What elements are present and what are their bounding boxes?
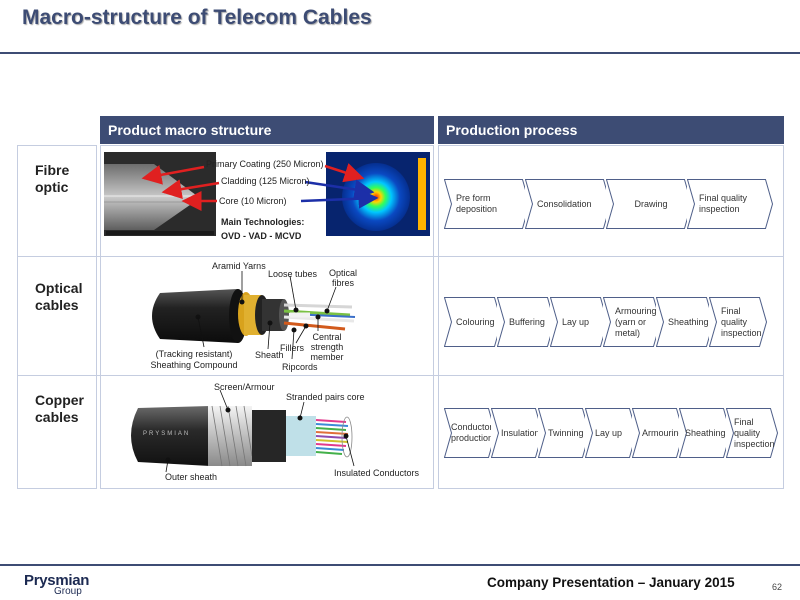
optical-fibres-label: Optical fibres [328,268,357,288]
sheathing-compound-label: (Tracking resistant) Sheathing Compound [150,349,238,370]
process-step: Conductor production [444,408,496,458]
process-step: Armouring (yarn or metal) [603,297,661,347]
process-step: Insulation [491,408,543,458]
primary-coating-label: Primary Coating (250 Micron) [206,159,324,169]
process-step: Lay up [585,408,637,458]
process-step: Sheathing [679,408,731,458]
optical-cable-diagram: Aramid Yarns Loose tubes Optical fibres … [140,259,430,373]
central-strength-member-label: Central strength member [310,332,344,362]
cable-brand-print: PRYSMIAN [143,431,191,437]
fillers-label: Fillers [280,343,304,353]
production-process-header: Production process [438,116,784,144]
cladding-label: Cladding (125 Micron) [221,176,310,186]
optical-process-flow: Colouring Buffering Lay up Armouring (ya… [444,297,767,347]
process-step: Pre form deposition [444,179,530,229]
sheath-label: Sheath [255,350,284,360]
row-label-fibre: Fibre optic [35,162,70,195]
row-separator [17,256,784,257]
core-label: Core (10 Micron) [219,196,287,206]
process-step: Colouring [444,297,502,347]
ripcords-label: Ripcords [282,362,318,372]
process-step: Buffering [497,297,555,347]
row-separator [17,375,784,376]
process-step: Final quality inspection [709,297,767,347]
optical-cable-illustration [152,271,356,360]
presentation-footer: Company Presentation – January 2015 [487,575,735,590]
process-step: Lay up [550,297,608,347]
main-technologies-value: OVD - VAD - MCVD [221,231,302,241]
main-technologies-title: Main Technologies: [221,217,305,227]
process-step: Final quality inspection [726,408,778,458]
footer-divider [0,564,800,566]
process-step: Drawing [606,179,692,229]
title-divider [0,52,800,54]
stranded-pairs-core-label: Stranded pairs core [286,392,365,402]
process-step: Twinning [538,408,590,458]
process-step: Armouring [632,408,684,458]
page-title: Macro-structure of Telecom Cables [22,6,372,29]
row-label-panel [17,145,97,489]
process-step: Final quality inspection [687,179,773,229]
screen-armour-label: Screen/Armour [214,382,275,392]
process-step: Consolidation [525,179,611,229]
copper-process-flow: Conductor production Insulation Twinning… [444,408,778,458]
loose-tubes-label: Loose tubes [268,269,318,279]
fibre-process-flow: Pre form deposition Consolidation Drawin… [444,179,773,229]
page-number: 62 [772,582,783,592]
fibre-optic-illustration [104,152,430,236]
row-label-optical: Optical cables [35,280,83,313]
fibre-optic-diagram: Primary Coating (250 Micron) Cladding (1… [104,152,430,248]
row-label-copper: Copper cables [35,392,84,425]
prysmian-logo-group: Group [54,586,82,597]
insulated-conductors-label: Insulated Conductors [334,468,420,478]
process-step: Sheathing [656,297,714,347]
aramid-yarns-label: Aramid Yarns [212,261,266,271]
prysmian-logo: Prysmian [24,572,90,589]
copper-cable-illustration [131,389,355,473]
copper-cable-diagram: PRYSMIAN Screen/Armour Stranded pairs co… [110,380,430,486]
product-structure-header: Product macro structure [100,116,434,144]
outer-sheath-label: Outer sheath [165,472,218,482]
